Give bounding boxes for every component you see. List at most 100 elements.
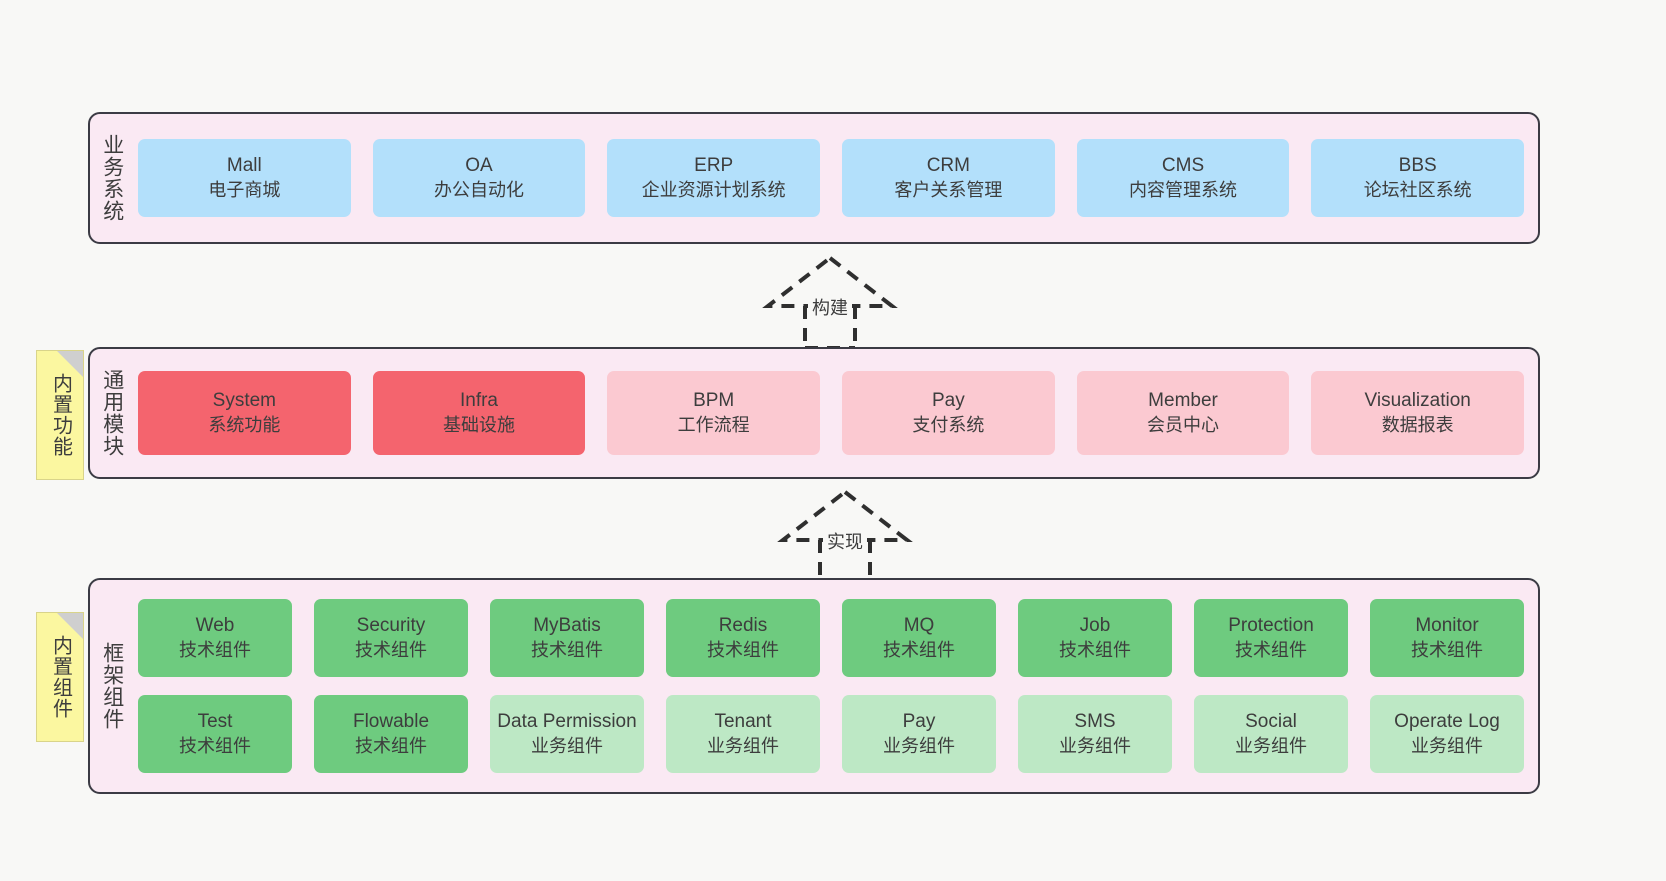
node-social[interactable]: Social 业务组件: [1194, 695, 1348, 773]
node-subtitle: 业务组件: [531, 735, 603, 756]
node-title: MQ: [903, 615, 935, 637]
node-flowable[interactable]: Flowable 技术组件: [314, 695, 468, 773]
node-subtitle: 技术组件: [1411, 639, 1483, 660]
node-title: BPM: [693, 390, 735, 412]
node-title: Security: [356, 615, 426, 637]
node-crm[interactable]: CRM 客户关系管理: [842, 139, 1055, 217]
node-title: Pay: [902, 711, 936, 733]
node-title: Social: [1245, 711, 1297, 733]
node-title: Monitor: [1415, 615, 1479, 637]
node-title: OA: [465, 155, 493, 177]
layer-framework-components: 框架组件 Web 技术组件 Security 技术组件 MyBatis 技术组件…: [88, 578, 1540, 794]
layer-body-common-modules: System 系统功能 Infra 基础设施 BPM 工作流程 Pay 支付系统…: [134, 349, 1538, 477]
node-subtitle: 技术组件: [355, 735, 427, 756]
node-title: CRM: [926, 155, 970, 177]
node-subtitle: 业务组件: [883, 735, 955, 756]
node-mall[interactable]: Mall 电子商城: [138, 139, 351, 217]
node-pay-module[interactable]: Pay 支付系统: [842, 371, 1055, 455]
node-title: Flowable: [352, 711, 430, 733]
node-title: Mall: [226, 155, 262, 177]
sticky-note-builtin-features: 内置功能: [36, 350, 84, 480]
node-subtitle: 电子商城: [208, 179, 281, 200]
node-system[interactable]: System 系统功能: [138, 371, 351, 455]
node-subtitle: 技术组件: [179, 639, 251, 660]
connector-stem: [803, 306, 857, 348]
node-title: Pay: [931, 390, 965, 412]
node-title: Job: [1079, 615, 1111, 637]
node-subtitle: 业务组件: [1411, 735, 1483, 756]
node-cms[interactable]: CMS 内容管理系统: [1076, 139, 1290, 217]
sticky-note-builtin-components: 内置组件: [36, 612, 84, 742]
node-member[interactable]: Member 会员中心: [1076, 371, 1290, 455]
node-subtitle: 技术组件: [531, 639, 603, 660]
node-tenant[interactable]: Tenant 业务组件: [666, 695, 820, 773]
node-subtitle: 技术组件: [883, 639, 955, 660]
node-title: Data Permission: [497, 711, 637, 733]
connector-build: 构建: [740, 252, 920, 350]
node-oa[interactable]: OA 办公自动化: [372, 139, 586, 217]
node-subtitle: 技术组件: [1059, 639, 1131, 660]
layer-body-framework-components: Web 技术组件 Security 技术组件 MyBatis 技术组件 Redi…: [134, 580, 1538, 792]
node-pay-component[interactable]: Pay 业务组件: [842, 695, 996, 773]
node-operate-log[interactable]: Operate Log 业务组件: [1370, 695, 1524, 773]
node-title: SMS: [1074, 711, 1116, 733]
node-visualization[interactable]: Visualization 数据报表: [1311, 371, 1525, 455]
row-technical-components: Web 技术组件 Security 技术组件 MyBatis 技术组件 Redi…: [138, 599, 1524, 677]
node-bpm[interactable]: BPM 工作流程: [607, 371, 821, 455]
layer-label-common-modules: 通用模块: [100, 369, 124, 457]
node-title: BBS: [1398, 155, 1437, 177]
node-sms[interactable]: SMS 业务组件: [1018, 695, 1172, 773]
connector-build-label: 构建: [808, 293, 852, 321]
node-subtitle: 业务组件: [707, 735, 779, 756]
node-title: CMS: [1161, 155, 1205, 177]
node-title: Member: [1148, 390, 1218, 412]
layer-body-business-systems: Mall 电子商城 OA 办公自动化 ERP 企业资源计划系统 CRM 客户关系…: [134, 114, 1538, 242]
node-subtitle: 内容管理系统: [1129, 179, 1238, 200]
node-redis[interactable]: Redis 技术组件: [666, 599, 820, 677]
node-data-permission[interactable]: Data Permission 业务组件: [490, 695, 644, 773]
row-business-systems: Mall 电子商城 OA 办公自动化 ERP 企业资源计划系统 CRM 客户关系…: [138, 139, 1525, 217]
connector-stem: [818, 540, 872, 582]
node-security[interactable]: Security 技术组件: [314, 599, 468, 677]
row-common-modules: System 系统功能 Infra 基础设施 BPM 工作流程 Pay 支付系统…: [138, 371, 1525, 455]
node-subtitle: 技术组件: [1235, 639, 1307, 660]
node-subtitle: 会员中心: [1147, 414, 1220, 435]
node-subtitle: 论坛社区系统: [1363, 179, 1472, 200]
node-subtitle: 系统功能: [208, 414, 281, 435]
node-subtitle: 支付系统: [912, 414, 985, 435]
node-test[interactable]: Test 技术组件: [138, 695, 292, 773]
node-infra[interactable]: Infra 基础设施: [372, 371, 586, 455]
node-subtitle: 工作流程: [677, 414, 750, 435]
node-protection[interactable]: Protection 技术组件: [1194, 599, 1348, 677]
node-mq[interactable]: MQ 技术组件: [842, 599, 996, 677]
node-title: Protection: [1228, 615, 1314, 637]
node-subtitle: 基础设施: [443, 414, 515, 435]
node-title: ERP: [694, 155, 734, 177]
node-title: Infra: [459, 390, 499, 412]
node-title: MyBatis: [533, 615, 601, 637]
layer-common-modules: 通用模块 System 系统功能 Infra 基础设施 BPM 工作流程 Pay…: [88, 347, 1540, 479]
sticky-note-label: 内置组件: [49, 635, 72, 719]
node-title: Web: [195, 615, 235, 637]
node-subtitle: 数据报表: [1381, 414, 1454, 435]
connector-implement: 实现: [755, 486, 935, 584]
node-subtitle: 业务组件: [1235, 735, 1307, 756]
node-subtitle: 技术组件: [179, 735, 251, 756]
node-web[interactable]: Web 技术组件: [138, 599, 292, 677]
row-business-components: Test 技术组件 Flowable 技术组件 Data Permission …: [138, 695, 1524, 773]
sticky-note-label: 内置功能: [49, 373, 72, 457]
node-mybatis[interactable]: MyBatis 技术组件: [490, 599, 644, 677]
node-subtitle: 客户关系管理: [894, 179, 1003, 200]
node-title: Redis: [718, 615, 768, 637]
node-title: Operate Log: [1394, 711, 1500, 733]
node-bbs[interactable]: BBS 论坛社区系统: [1311, 139, 1525, 217]
node-title: Visualization: [1364, 390, 1471, 412]
node-monitor[interactable]: Monitor 技术组件: [1370, 599, 1524, 677]
layer-business-systems: 业务系统 Mall 电子商城 OA 办公自动化 ERP 企业资源计划系统 CRM…: [88, 112, 1540, 244]
node-title: Tenant: [714, 711, 772, 733]
node-job[interactable]: Job 技术组件: [1018, 599, 1172, 677]
layer-label-business-systems: 业务系统: [100, 134, 124, 222]
node-erp[interactable]: ERP 企业资源计划系统: [607, 139, 821, 217]
node-subtitle: 技术组件: [355, 639, 427, 660]
